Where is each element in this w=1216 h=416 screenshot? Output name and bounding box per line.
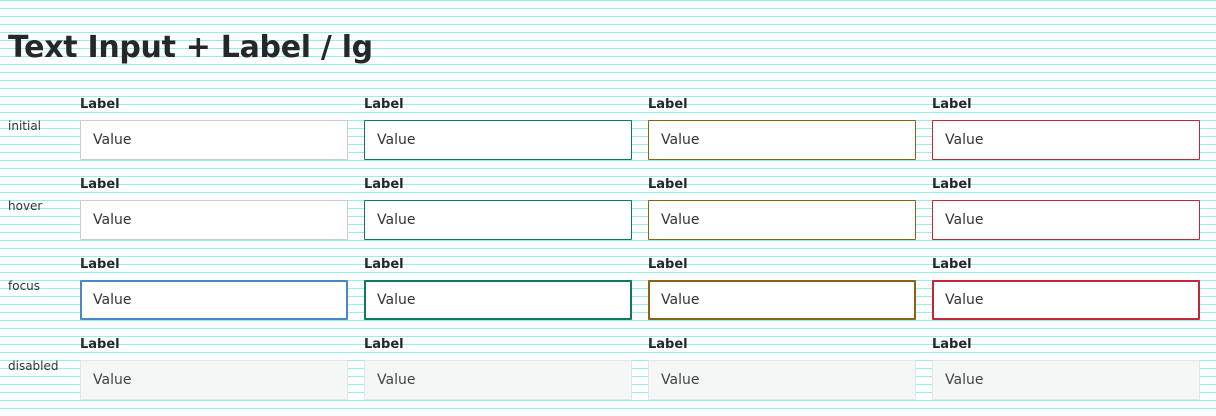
state-row-initial: initial Label Label Label Label (0, 96, 1216, 160)
state-row-focus: focus Label Label Label Label (0, 256, 1216, 320)
text-field: Label (364, 336, 632, 400)
text-field: Label (364, 176, 632, 240)
state-label: initial (8, 119, 41, 133)
text-input[interactable] (932, 280, 1200, 320)
text-input[interactable] (364, 280, 632, 320)
text-input[interactable] (648, 280, 916, 320)
text-field: Label (80, 256, 348, 320)
field-label: Label (80, 337, 120, 352)
text-field: Label (80, 176, 348, 240)
text-field: Label (648, 176, 916, 240)
text-input (80, 360, 348, 400)
text-input[interactable] (932, 200, 1200, 240)
field-label: Label (364, 97, 404, 112)
field-label: Label (932, 177, 972, 192)
field-label: Label (80, 97, 120, 112)
text-input[interactable] (932, 120, 1200, 160)
state-label: focus (8, 279, 41, 293)
text-field: Label (648, 336, 916, 400)
field-label: Label (648, 337, 688, 352)
text-input[interactable] (648, 120, 916, 160)
text-field: Label (932, 256, 1200, 320)
field-label: Label (648, 257, 688, 272)
field-label: Label (932, 257, 972, 272)
field-label: Label (648, 177, 688, 192)
text-field: Label (932, 336, 1200, 400)
field-label: Label (80, 177, 120, 192)
field-label: Label (932, 337, 972, 352)
state-label: hover (8, 199, 43, 213)
text-input[interactable] (80, 120, 348, 160)
text-input[interactable] (648, 200, 916, 240)
text-input[interactable] (80, 200, 348, 240)
text-input (648, 360, 916, 400)
text-field: Label (648, 96, 916, 160)
text-input (932, 360, 1200, 400)
field-label: Label (364, 177, 404, 192)
text-field: Label (364, 256, 632, 320)
text-field: Label (932, 176, 1200, 240)
text-input[interactable] (364, 200, 632, 240)
state-row-hover: hover Label Label Label Label (0, 176, 1216, 240)
page-title: Text Input + Label / lg (8, 30, 373, 65)
field-label: Label (364, 257, 404, 272)
field-label: Label (80, 257, 120, 272)
state-row-disabled: disabled Label Label Label Label (0, 336, 1216, 400)
text-field: Label (648, 256, 916, 320)
text-field: Label (80, 336, 348, 400)
field-label: Label (648, 97, 688, 112)
text-field: Label (932, 96, 1200, 160)
field-label: Label (932, 97, 972, 112)
text-field: Label (364, 96, 632, 160)
text-field: Label (80, 96, 348, 160)
text-input[interactable] (364, 120, 632, 160)
text-input[interactable] (80, 280, 348, 320)
text-input (364, 360, 632, 400)
state-label: disabled (8, 359, 59, 373)
field-label: Label (364, 337, 404, 352)
